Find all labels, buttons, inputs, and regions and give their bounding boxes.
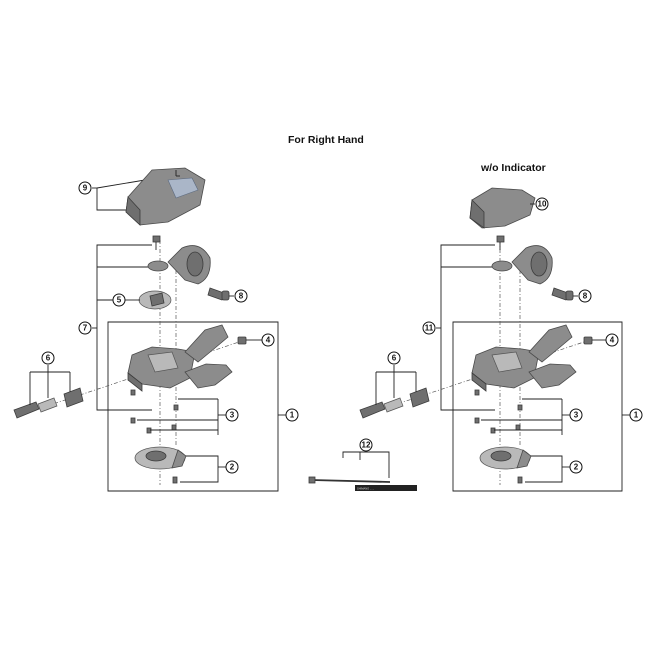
svg-text:5: 5 — [117, 296, 122, 305]
svg-text:3: 3 — [230, 411, 235, 420]
svg-text:7: 7 — [83, 324, 88, 333]
callout-1-right: 1 — [629, 408, 643, 422]
callout-4-right: 4 — [605, 333, 619, 347]
svg-text:1: 1 — [634, 411, 639, 420]
callout-8-right: 8 — [578, 289, 592, 303]
left-assembly: 9 7 5 8 4 6 3 2 1 — [13, 167, 299, 492]
svg-text:1: 1 — [290, 411, 295, 420]
callout-7: 7 — [78, 321, 92, 335]
svg-text:6: 6 — [392, 354, 397, 363]
svg-text:8: 8 — [583, 292, 588, 301]
svg-text:2: 2 — [574, 463, 579, 472]
bracket-7-left — [96, 244, 152, 411]
callout-4: 4 — [261, 333, 275, 347]
clamp-bolt-part — [207, 287, 230, 301]
clamp-band-part — [147, 245, 211, 285]
clamp-bolt-part-right — [551, 287, 574, 301]
svg-text:10: 10 — [538, 200, 547, 209]
svg-text:11: 11 — [425, 324, 434, 333]
washer-part — [138, 290, 172, 310]
svg-text:6: 6 — [46, 354, 51, 363]
callout-6-right: 6 — [387, 351, 401, 365]
callout-11: 11 — [422, 321, 436, 335]
indicator-cover-part — [125, 167, 206, 226]
callout-5: 5 — [112, 293, 126, 307]
diagram-title: For Right Hand — [288, 134, 364, 146]
callout-12: 12 — [359, 438, 373, 452]
callout-1: 1 — [285, 408, 299, 422]
callout-8: 8 — [234, 289, 248, 303]
shifter-body-part-right — [471, 324, 577, 392]
svg-text:12: 12 — [362, 441, 371, 450]
small-screws-part — [130, 389, 179, 434]
callout-10: 10 — [535, 197, 549, 211]
small-screws-part-right — [474, 389, 523, 434]
nut-part — [237, 336, 247, 345]
callout-3-right: 3 — [569, 408, 583, 422]
svg-text:4: 4 — [610, 336, 615, 345]
nut-part-right — [583, 336, 593, 345]
cable-and-label-part: SHIMANO ...... 12 — [308, 438, 417, 491]
screw-part — [152, 235, 161, 250]
right-assembly: 10 11 8 4 6 3 2 1 — [359, 187, 643, 492]
svg-text:8: 8 — [239, 292, 244, 301]
adjuster-part-right — [359, 387, 430, 419]
svg-text:2: 2 — [230, 463, 235, 472]
svg-text:3: 3 — [574, 411, 579, 420]
variant-subtitle: w/o Indicator — [481, 162, 546, 174]
base-cover-part-right — [479, 446, 532, 484]
callout-3: 3 — [225, 408, 239, 422]
callout-9: 9 — [78, 181, 92, 195]
label-plate-text: SHIMANO ...... — [357, 487, 374, 491]
callout-2-right: 2 — [569, 460, 583, 474]
svg-text:4: 4 — [266, 336, 271, 345]
clamp-band-part-right — [491, 245, 553, 285]
screw-part-right — [496, 235, 505, 250]
callout-2: 2 — [225, 460, 239, 474]
callout-6: 6 — [41, 351, 55, 365]
base-cover-part — [134, 446, 187, 484]
svg-text:9: 9 — [83, 184, 88, 193]
assembly-1-frame-left — [107, 321, 279, 492]
assembly-1-frame-right — [452, 321, 623, 492]
shifter-body-part — [127, 324, 233, 392]
cover-without-indicator-part — [469, 187, 536, 229]
adjuster-part — [13, 387, 84, 419]
